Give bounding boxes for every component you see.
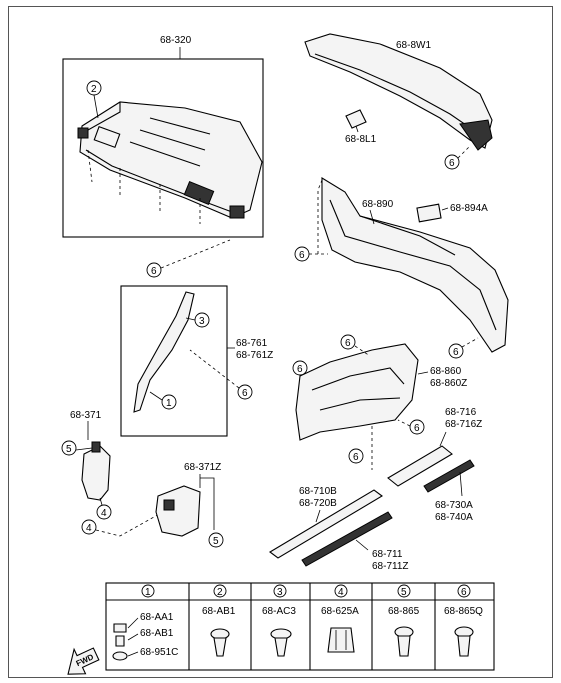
svg-text:5: 5 [66,444,72,455]
callout-3-pillar: 3 [185,312,210,328]
part-68-951c: 68-951C [140,647,178,658]
pillar-trim-box [120,285,228,437]
callout-6-side-left: 6 [294,179,328,262]
callout-5-left: 5 [61,440,93,456]
callout-6-tray: 6 [146,239,231,278]
svg-text:6: 6 [449,158,455,169]
scuff-plate-68-710b [269,489,383,559]
fastener-col1: 68-AA1 68-AB1 68-951C [112,612,178,661]
label-68-890: 68-890 [362,199,394,210]
fastener-table [105,582,495,671]
package-tray-box [62,58,264,238]
svg-text:5: 5 [213,536,219,547]
label-68-710b: 68-710B [299,486,337,497]
label-68-860z: 68-860Z [430,378,467,389]
svg-text:4: 4 [338,587,344,598]
package-tray [77,101,263,224]
label-68-320: 68-320 [160,35,192,46]
label-68-371: 68-371 [70,410,102,421]
label-68-894a: 68-894A [450,203,488,214]
svg-text:5: 5 [401,587,407,598]
clip-68-894a [416,203,442,223]
part-68-aa1: 68-AA1 [140,612,174,623]
svg-text:6: 6 [242,388,248,399]
part-68-ab1-col1: 68-AB1 [140,628,174,639]
label-68-730a: 68-730A [435,500,473,511]
part-68-865: 68-865 [388,606,420,617]
label-68-371z: 68-371Z [184,462,221,473]
forward-arrow-icon: FWD [67,647,100,675]
svg-text:6: 6 [345,338,351,349]
bracket-68-371z [155,485,201,537]
callout-5-right: 5 [208,532,224,548]
clip-68-8l1 [345,109,367,129]
svg-text:6: 6 [299,250,305,261]
label-68-711z: 68-711Z [372,561,409,572]
fastener-col6: 68-865Q [444,606,483,657]
label-68-716: 68-716 [445,407,477,418]
strip-68-711 [301,511,393,567]
svg-text:6: 6 [461,587,467,598]
part-68-ab1: 68-AB1 [202,606,236,617]
svg-text:4: 4 [86,523,92,534]
label-68-761: 68-761 [236,338,268,349]
table-header-row: 1 2 3 4 5 6 [141,584,471,598]
callout-4-left-a: 4 [96,497,112,520]
fastener-col3: 68-AC3 [262,606,296,657]
part-68-ac3: 68-AC3 [262,606,296,617]
callout-2-tray: 2 [86,80,102,119]
label-68-860: 68-860 [430,366,462,377]
callout-6-quarter-top: 6 [340,334,371,357]
svg-text:6: 6 [353,452,359,463]
scuff-plate-68-716 [387,445,453,487]
svg-text:3: 3 [199,316,205,327]
svg-text:2: 2 [217,587,223,598]
callout-6-pillar: 6 [189,349,253,400]
label-68-8w1: 68-8W1 [396,40,431,51]
trunk-lid-trim [304,33,493,151]
svg-text:1: 1 [145,587,151,598]
label-68-720b: 68-720B [299,498,337,509]
svg-text:6: 6 [453,347,459,358]
svg-text:3: 3 [277,587,283,598]
diagram-frame [8,6,553,678]
svg-text:4: 4 [101,508,107,519]
fastener-col5: 68-865 [388,606,420,657]
callout-1-pillar: 1 [149,391,177,410]
fastener-col2: 68-AB1 [202,606,236,657]
label-68-8l1: 68-8L1 [345,134,377,145]
callout-6-quarter-left: 6 [292,360,308,376]
callout-6-quarter-bottom: 6 [348,426,373,470]
callout-6-lid: 6 [444,145,471,170]
svg-text:6: 6 [297,364,303,375]
fastener-col4: 68-625A [321,606,359,653]
svg-text:6: 6 [414,423,420,434]
callout-6-side-right: 6 [448,337,479,359]
label-68-761z: 68-761Z [236,350,273,361]
part-68-865q: 68-865Q [444,606,483,617]
part-68-625a: 68-625A [321,606,359,617]
svg-text:6: 6 [151,266,157,277]
bracket-68-371 [81,441,111,501]
trunk-side-trim [321,177,509,353]
quarter-trim [295,343,419,441]
label-68-716z: 68-716Z [445,419,482,430]
callout-4-left-b: 4 [81,507,171,537]
svg-text:2: 2 [91,84,97,95]
strip-68-730a [423,459,475,493]
label-68-740a: 68-740A [435,512,473,523]
svg-text:1: 1 [166,398,172,409]
callout-6-quarter-right: 6 [397,419,425,435]
pillar-trim [133,291,195,413]
label-68-711: 68-711 [372,549,403,560]
